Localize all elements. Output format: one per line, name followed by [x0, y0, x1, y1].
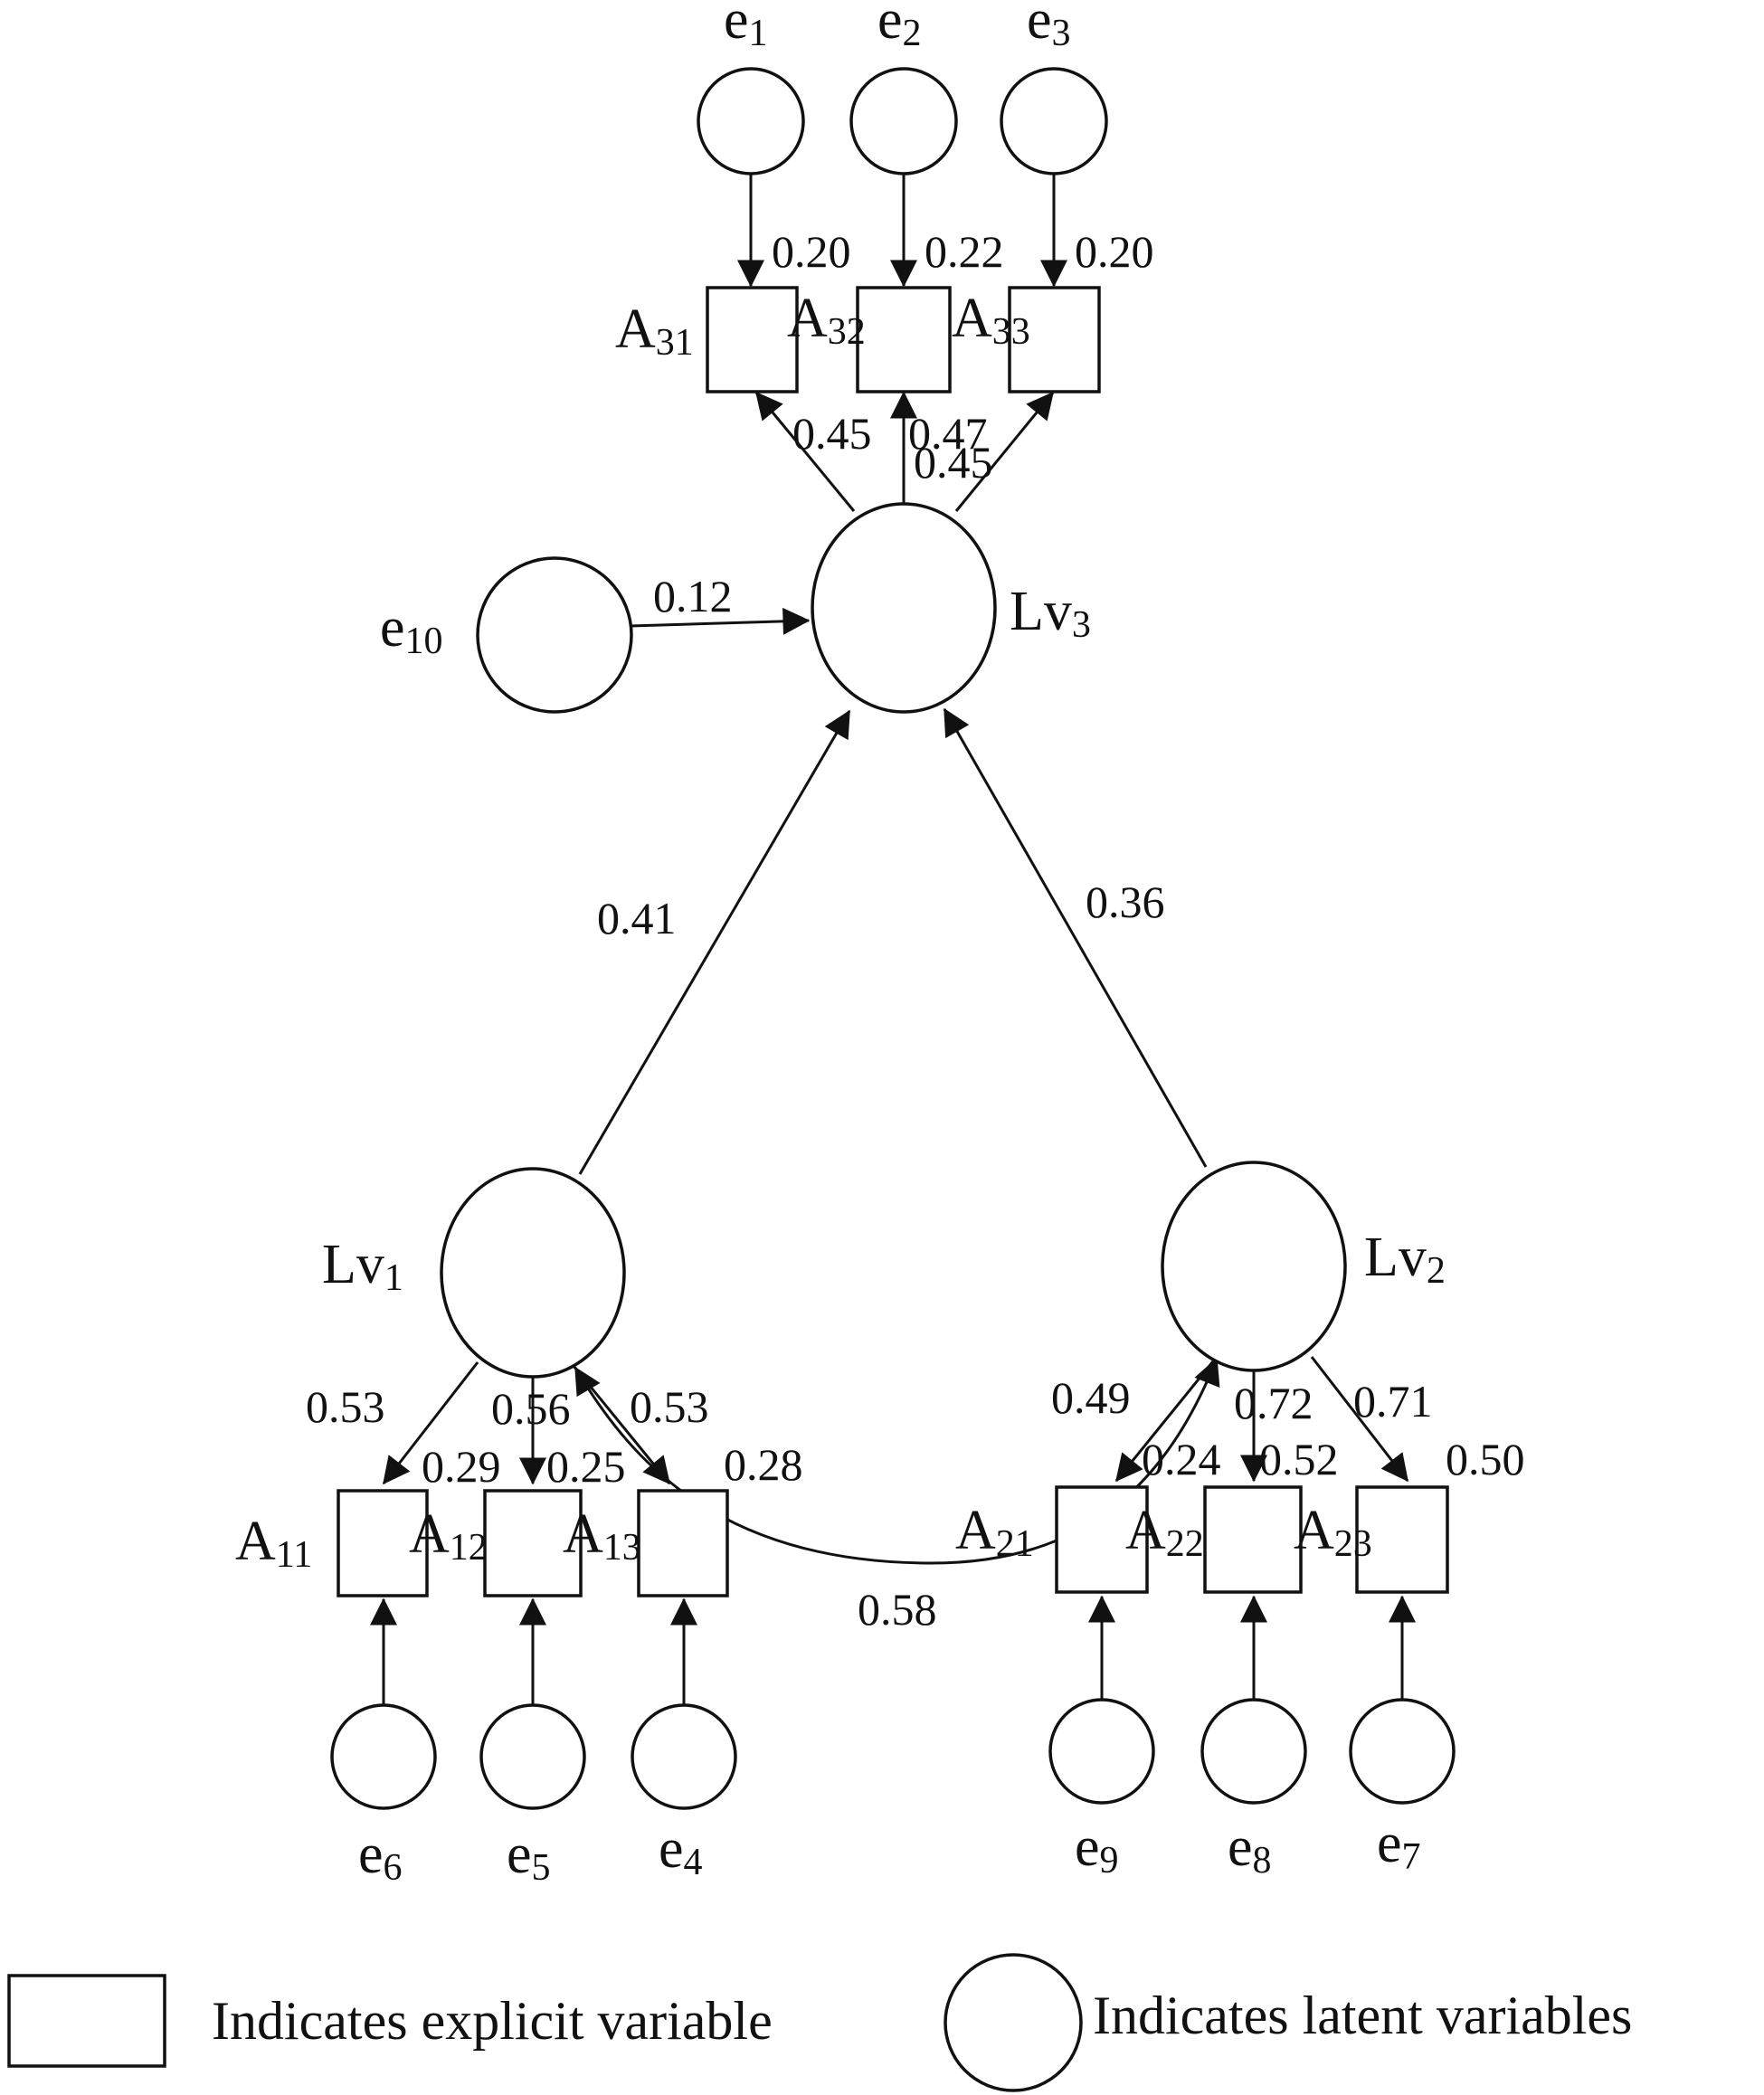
- error-circle-e8: [1200, 1698, 1307, 1805]
- label-e6: e6: [358, 1824, 403, 1889]
- error-circle-e9: [1048, 1698, 1155, 1805]
- coef-lv3-a31: 0.45: [792, 408, 872, 459]
- error-circle-e10: [476, 556, 633, 714]
- indicator-box-a21: [1055, 1485, 1149, 1594]
- path-lv2-a23: [1310, 1356, 1409, 1483]
- label-a22: A22: [1125, 1500, 1204, 1565]
- label-a33: A33: [952, 288, 1030, 353]
- path-lv1-a11: [382, 1361, 479, 1485]
- coef-e10-lv3: 0.12: [653, 571, 733, 621]
- coef-lv1-lv3: 0.41: [597, 893, 677, 943]
- coef-lv1-a13: 0.53: [630, 1381, 709, 1432]
- latent-circle-lv3: [811, 502, 997, 714]
- path-e10-lv3: [630, 607, 811, 635]
- indicator-box-a12: [483, 1489, 583, 1597]
- path-lv3-a33: [954, 391, 1055, 512]
- coef-a13-r2: 0.28: [724, 1439, 803, 1490]
- error-circle-e7: [1349, 1698, 1456, 1805]
- label-lv3: Lv3: [1010, 581, 1091, 646]
- coef-lv2-a21: 0.49: [1051, 1372, 1131, 1423]
- error-circle-e6: [330, 1703, 437, 1810]
- indicator-box-a22: [1203, 1485, 1303, 1594]
- covariance-curve-lv1-lv2: [574, 1357, 1220, 1565]
- legend-explicit-label: Indicates explicit variable: [212, 1991, 773, 2051]
- coef-a21-r2: 0.24: [1142, 1434, 1221, 1484]
- error-circle-e4: [631, 1703, 737, 1810]
- coef-lv2-lv3: 0.36: [1086, 877, 1165, 927]
- indicator-box-a31: [706, 286, 799, 393]
- label-e7: e7: [1377, 1813, 1421, 1878]
- label-a32: A32: [787, 288, 866, 353]
- indicator-box-a13: [637, 1489, 729, 1597]
- indicator-box-a11: [337, 1489, 429, 1597]
- label-e1: e1: [724, 0, 768, 54]
- label-a11: A11: [235, 1511, 312, 1576]
- coef-a13-a21-covariance: 0.58: [858, 1584, 937, 1635]
- indicator-box-a23: [1355, 1485, 1449, 1594]
- path-lv3-a31: [754, 391, 856, 512]
- coef-lv1-a11: 0.53: [306, 1381, 385, 1432]
- coef-lv1-a12: 0.56: [491, 1383, 571, 1434]
- error-circle-e2: [849, 67, 958, 175]
- label-a12: A12: [409, 1503, 488, 1569]
- label-e5: e5: [507, 1824, 551, 1889]
- path-lv1-lv3: [578, 709, 851, 1175]
- label-e4: e4: [659, 1818, 703, 1883]
- coef-e3-a33: 0.20: [1075, 226, 1154, 277]
- coef-lv2-a22: 0.72: [1234, 1378, 1314, 1428]
- coef-lv3-a33: 0.45: [914, 437, 993, 488]
- label-lv2: Lv2: [1364, 1227, 1446, 1292]
- label-a31: A31: [615, 299, 694, 364]
- label-a23: A23: [1294, 1500, 1372, 1565]
- label-e2: e2: [877, 0, 922, 54]
- error-circle-e3: [1000, 67, 1108, 175]
- coef-a23-r2: 0.50: [1446, 1434, 1525, 1484]
- coef-lv3-a32: 0.47: [908, 408, 988, 459]
- coef-a22-r2: 0.52: [1259, 1434, 1339, 1484]
- label-a13: A13: [563, 1503, 641, 1569]
- legend-explicit-box: [7, 1974, 166, 2068]
- coef-e2-a32: 0.22: [925, 226, 1004, 277]
- label-e3: e3: [1027, 0, 1071, 54]
- indicator-box-a32: [856, 286, 952, 393]
- error-circle-e5: [479, 1703, 586, 1810]
- label-e10: e10: [380, 597, 443, 662]
- coef-e1-a31: 0.20: [772, 226, 851, 277]
- latent-circle-lv2: [1161, 1161, 1347, 1372]
- label-e8: e8: [1228, 1816, 1272, 1882]
- latent-circle-lv1: [440, 1167, 626, 1379]
- indicator-box-a33: [1008, 286, 1101, 393]
- legend-latent-label: Indicates latent variables: [1093, 1986, 1632, 2045]
- label-a21: A21: [955, 1500, 1034, 1565]
- path-lv2-lv3: [943, 707, 1208, 1168]
- error-circle-e1: [697, 67, 805, 175]
- label-lv1: Lv1: [322, 1234, 403, 1299]
- coef-a11-r2: 0.29: [422, 1441, 501, 1492]
- legend-latent-circle: [944, 1953, 1083, 2092]
- coef-lv2-a23: 0.71: [1353, 1376, 1433, 1427]
- legend: Indicates explicit variable Indicates la…: [7, 1953, 1632, 2092]
- label-e9: e9: [1075, 1816, 1119, 1882]
- coef-a12-r2: 0.25: [546, 1441, 626, 1492]
